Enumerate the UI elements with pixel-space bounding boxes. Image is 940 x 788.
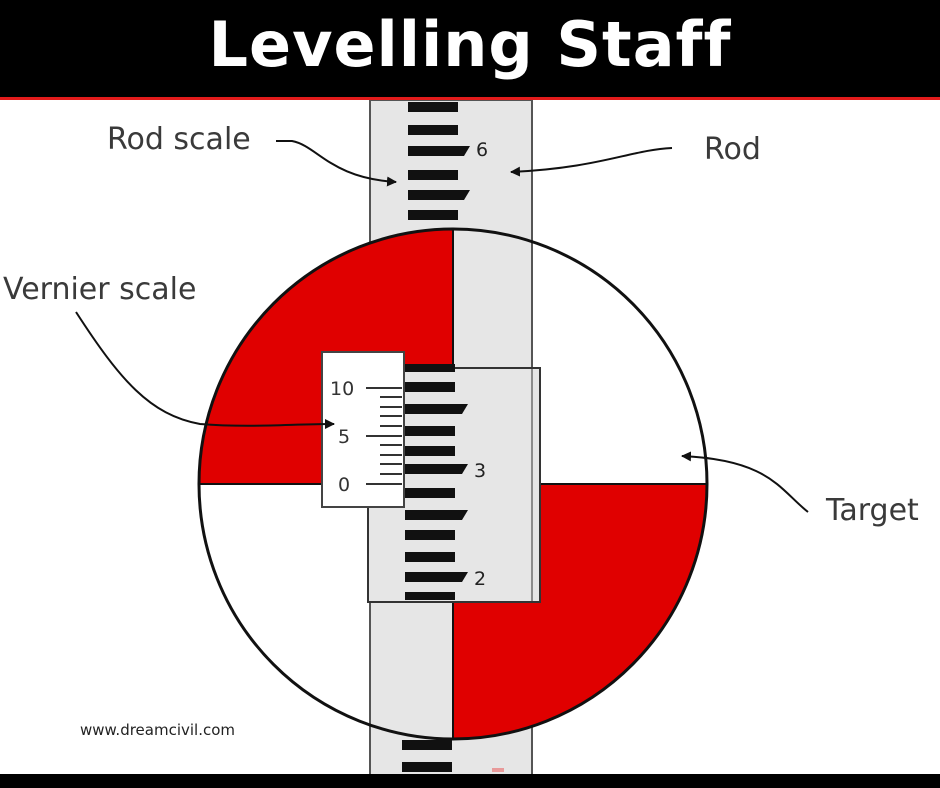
rod-tick	[402, 740, 452, 750]
rod-number-2: 2	[474, 568, 486, 590]
arrow-rod	[510, 147, 673, 177]
rod-scale-middle	[405, 364, 468, 600]
bottom-bar	[0, 774, 940, 788]
title-bar: Levelling Staff	[0, 0, 940, 100]
vernier-plate	[321, 351, 405, 508]
vernier: 10 5 0	[321, 351, 405, 508]
vernier-number-0: 0	[338, 474, 350, 496]
rod-scale-lower	[402, 740, 452, 772]
vernier-number-5: 5	[338, 426, 350, 448]
rod-tick-numbered	[405, 464, 468, 474]
page-title: Levelling Staff	[208, 8, 732, 81]
rod-number-6: 6	[476, 139, 488, 161]
rod-tick-numbered	[405, 510, 468, 520]
rod-tick	[408, 170, 458, 180]
arrow-target	[681, 451, 809, 513]
rod-tick	[405, 530, 455, 540]
rod-tick	[405, 382, 455, 392]
vernier-ticks	[366, 387, 402, 485]
rod-tick	[405, 552, 455, 562]
rod-tick-numbered	[405, 404, 468, 414]
vernier-number-10: 10	[330, 378, 354, 400]
rod-tick	[408, 125, 458, 135]
rod-tick	[405, 364, 455, 372]
rod-tick	[405, 426, 455, 436]
label-rod-scale: Rod scale	[107, 122, 251, 157]
rod-tick	[402, 762, 452, 772]
label-target: Target	[825, 493, 919, 528]
rod-tick-numbered	[408, 146, 470, 156]
rod-tick	[408, 102, 458, 112]
arrow-rod-scale	[276, 140, 397, 187]
rod-tick	[408, 210, 458, 220]
rod-tick-numbered	[405, 572, 468, 582]
label-vernier-scale: Vernier scale	[3, 272, 196, 307]
rod-tick	[405, 446, 455, 456]
small-mark	[492, 768, 504, 772]
watermark-url: www.dreamcivil.com	[80, 721, 236, 739]
rod-tick	[405, 488, 455, 498]
rod-tick	[405, 592, 455, 600]
rod-tick-numbered	[408, 190, 470, 200]
arrow-vernier-scale	[75, 311, 335, 430]
label-rod: Rod	[704, 132, 761, 167]
rod-scale-upper	[408, 102, 470, 220]
rod-number-3: 3	[474, 460, 486, 482]
